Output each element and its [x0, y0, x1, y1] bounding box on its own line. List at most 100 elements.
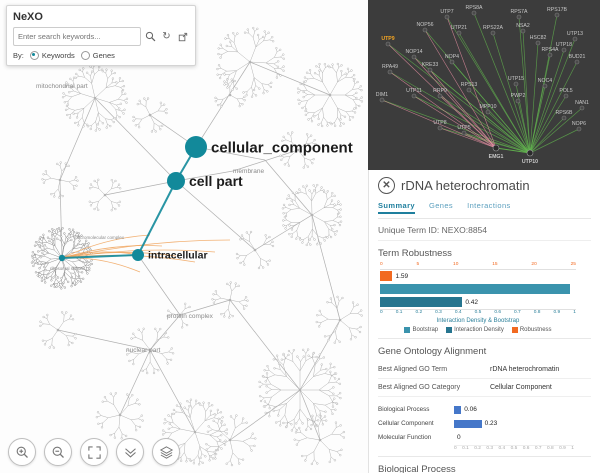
tab-interactions[interactable]: Interactions [467, 201, 511, 210]
tree-minor-label: nuclear part [126, 347, 161, 354]
tree-minor-label: ribosomal subunit [50, 266, 86, 271]
tree-minor-label: membrane [233, 168, 264, 175]
tree-node-cell-part[interactable] [167, 172, 185, 190]
zoom-fit-button[interactable] [80, 438, 108, 466]
network-node-label: RPS17B [547, 7, 567, 13]
network-node-label: DIM1 [376, 92, 389, 98]
collapse-button[interactable] [116, 438, 144, 466]
network-node-rps7a[interactable] [516, 14, 522, 20]
network-node-label: UTP10 [522, 159, 538, 165]
radio-keywords[interactable]: Keywords [29, 51, 75, 60]
reset-icon[interactable]: ↻ [162, 30, 171, 42]
divider [378, 456, 591, 458]
go-category-row: Best Aligned GO Category Cellular Compon… [378, 379, 591, 397]
network-node-nop56[interactable] [422, 27, 428, 33]
tab-summary[interactable]: Summary [378, 201, 415, 214]
robustness-bar-row: 0.42 [380, 296, 591, 309]
tree-minor-label: protein complex [167, 313, 214, 320]
network-node-rps6b[interactable] [561, 115, 567, 121]
network-node-label: RPS4A [541, 47, 559, 53]
app-title: NeXO [13, 11, 43, 23]
network-node-label: RPS7A [510, 9, 528, 15]
go-bar-value: 0.06 [464, 406, 477, 414]
network-node-noc4[interactable] [542, 83, 548, 89]
network-node-label: UTP21 [451, 25, 467, 31]
network-node-label: RPS6B [555, 110, 573, 116]
network-node-utp5[interactable] [461, 130, 467, 136]
network-node-utp15[interactable] [513, 81, 519, 87]
network-node-emg1[interactable] [492, 144, 500, 152]
zoom-toolbar [8, 438, 180, 466]
network-node-utp9[interactable] [385, 41, 391, 47]
network-node-rps13[interactable] [466, 87, 472, 93]
network-node-label: UTP11 [406, 88, 422, 94]
go-bar-value: 0 [457, 434, 461, 442]
network-node-label: UTP15 [508, 76, 524, 82]
legend-item: Bootstrap [404, 326, 438, 333]
network-node-pol5[interactable] [563, 93, 569, 99]
network-node-nsa2[interactable] [520, 28, 526, 34]
tab-genes[interactable]: Genes [428, 201, 454, 210]
go-term-label: Best Aligned GO Term [378, 365, 448, 373]
network-node-mpp10[interactable] [485, 109, 491, 115]
zoom-fit-icon [87, 445, 101, 459]
radio-keywords-circle[interactable] [29, 51, 39, 60]
bar-bootstrap [380, 284, 571, 295]
bar-value-label: 1.59 [395, 272, 409, 280]
network-node-rps17b[interactable] [554, 12, 560, 18]
radio-genes-circle[interactable] [80, 51, 90, 60]
network-node-bud21[interactable] [574, 59, 580, 65]
search-icon[interactable] [144, 30, 157, 43]
network-node-label: NOP56 [416, 22, 433, 28]
network-node-rps8a[interactable] [471, 10, 477, 16]
close-icon[interactable]: ✕ [378, 177, 395, 194]
zoom-in-button[interactable] [8, 438, 36, 466]
network-node-nop4[interactable] [449, 59, 455, 65]
tree-node-label: cell part [189, 173, 243, 189]
network-node-rrp9[interactable] [437, 93, 443, 99]
radio-genes[interactable]: Genes [80, 51, 115, 60]
network-node-dim1[interactable] [379, 97, 385, 103]
network-node-label: NOP4 [445, 54, 459, 60]
network-node-utp11[interactable] [411, 93, 417, 99]
tree-node-intracellular[interactable] [132, 249, 144, 261]
zoom-in-icon [16, 446, 28, 458]
expand-icon[interactable] [176, 30, 189, 43]
network-node-rps22a[interactable] [490, 30, 496, 36]
network-node-label: RPA49 [382, 64, 398, 70]
layers-button[interactable] [152, 438, 180, 466]
network-node-label: UTP9 [381, 36, 394, 42]
network-node-nop6[interactable] [576, 126, 582, 132]
network-node-label: RPS8A [465, 5, 483, 11]
term-detail-panel: ✕ rDNA heterochromatin Summary Genes Int… [368, 170, 600, 473]
network-node-rpa49[interactable] [387, 69, 393, 75]
network-node-utp18[interactable] [561, 47, 567, 53]
zoom-out-icon [52, 446, 64, 458]
robustness-heading: Term Robustness [378, 248, 452, 259]
network-node-label: RPS22A [483, 25, 503, 31]
network-node-utp21[interactable] [456, 30, 462, 36]
network-node-utp10[interactable] [526, 149, 534, 157]
network-node-hsc82[interactable] [535, 40, 541, 46]
unique-term-id: Unique Term ID: NEXO:8854 [378, 219, 591, 241]
network-node-pwp2[interactable] [515, 98, 521, 104]
unique-term-id-label: Unique Term ID: [378, 225, 440, 235]
tree-node-cellular-component[interactable] [185, 136, 207, 158]
search-input[interactable] [13, 27, 141, 46]
network-node-nan1[interactable] [579, 105, 585, 111]
network-node-utp8[interactable] [437, 125, 443, 131]
network-node-nop14[interactable] [411, 54, 417, 60]
network-node-rps4a[interactable] [547, 52, 553, 58]
network-node-utp7[interactable] [444, 14, 450, 20]
network-node-kre33[interactable] [427, 67, 433, 73]
subnetwork-canvas[interactable]: UTP9RPA49DIM1NOP14KRE33NOP56UTP7RPS8ARPS… [368, 0, 600, 170]
network-node-label: RRP9 [433, 88, 447, 94]
zoom-out-button[interactable] [44, 438, 72, 466]
network-node-utp13[interactable] [572, 36, 578, 42]
